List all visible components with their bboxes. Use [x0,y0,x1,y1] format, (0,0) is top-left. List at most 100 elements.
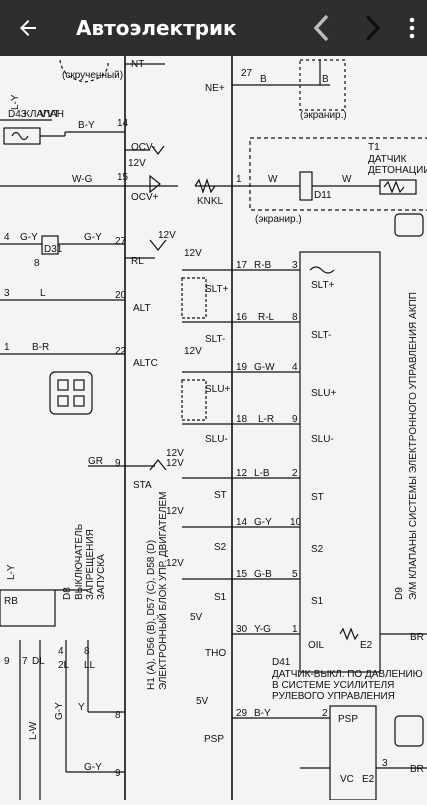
app-bar: Автоэлектрик [0,0,427,56]
d8-text3: ЗАПУСКА [96,554,107,600]
psp-p3: 3 [382,758,388,769]
d8-text1: ВЫКЛЮЧАТЕЛЬ [74,523,85,600]
s1-12v: 12V [166,558,184,569]
s1-label: S1 [214,592,227,603]
pin-29: 29 [236,708,248,719]
wire-lw: L-W [28,721,39,740]
t1-id: T1 [368,142,380,153]
wire-yg: Y-G [254,624,271,635]
st-12v: 12V [166,458,184,469]
ocv-12v: 12V [128,158,146,169]
wire-gw: G-W [254,362,275,373]
slu-p9: 9 [292,414,298,425]
alt-pin-3: 3 [4,288,10,299]
overflow-menu-button[interactable] [397,0,427,56]
left-p9: 9 [4,656,10,667]
sta-label: STA [133,480,152,491]
wire-gr: GR [88,456,103,467]
pin-18: 18 [236,414,248,425]
pin-16: 16 [236,312,248,323]
s2-12v: 12V [166,506,184,517]
previous-button[interactable] [297,0,347,56]
psp-e2: E2 [362,774,375,785]
wire-by-psp: B-Y [254,708,271,719]
slt-coil-plus: SLT+ [311,280,335,291]
page-title: Автоэлектрик [76,16,237,40]
d9-label: D9 [394,587,405,600]
slu-plus: SLU+ [205,384,230,395]
relay-pin-4: 4 [4,232,10,243]
left-p4: 4 [58,646,64,657]
l2-label: 2L [58,660,70,671]
wire-gb: G-B [254,569,272,580]
dl-label: DL [32,656,45,667]
sta-12v: 12V [166,448,184,459]
slu-p4: 4 [292,362,298,373]
wire-rb: R-B [254,260,272,271]
wire-gy-vertical: G-Y [54,702,65,720]
wire-w-2: W [342,174,352,185]
next-button[interactable] [347,0,397,56]
slt-coil-minus: SLT- [311,330,331,341]
slu-coil-minus: SLU- [311,434,334,445]
y-label: Y [78,702,85,713]
s2-p10: 10 [290,517,302,528]
d41-text2: В СИСТЕМЕ УСИЛИТЕЛЯ [272,680,394,691]
d41-text3: РУЛЕВОГО УПРАВЛЕНИЯ [272,691,395,702]
pin-9b: 9 [115,768,121,779]
wiring-diagram[interactable]: (скрученный) NT- NE+ 27 B B (экранир.) D… [0,56,427,801]
pin-27-top: 27 [241,68,253,79]
alt-label: ALT [133,303,151,314]
left-ly-wire: L-Y [6,564,17,580]
d11-label: D11 [314,190,332,201]
left-ly: L-Y [10,94,21,110]
tho-label: THO [205,648,226,659]
d43-id: D43 [8,109,27,120]
slt-p3: 3 [292,260,298,271]
slu-minus: SLU- [205,434,228,445]
wire-br-tho: BR [410,632,424,643]
wire-gy-bottom: G-Y [84,762,102,773]
wire-wg: W-G [72,174,93,185]
t1-name1: ДАТЧИК [368,154,407,165]
nt-label: NT- [131,59,147,70]
psp-p2: 2 [322,708,328,719]
wire-b: B [260,74,267,85]
pin-12: 12 [236,468,248,479]
wire-rl: R-L [258,312,275,323]
back-button[interactable] [0,0,56,56]
wire-lb: L-B [254,468,270,479]
slu-12v: 12V [184,346,202,357]
slt-minus: SLT- [205,334,225,345]
s2-label: S2 [214,542,227,553]
ll-label: LL [84,660,96,671]
ocv-plus: OCV+ [131,192,159,203]
wire-b-2: B [322,74,329,85]
wire-br: B-R [32,342,49,353]
tho-5v: 5V [190,612,203,623]
pin-15b: 15 [236,569,248,580]
pin-8b: 8 [115,710,121,721]
d43-name2: VVT [40,109,59,120]
ocv-minus: OCV- [131,142,155,153]
chevron-right-icon [365,14,381,42]
left-p8: 8 [84,646,90,657]
e2-label: E2 [360,640,373,651]
wire-br-psp: BR [410,764,424,775]
st-coil: ST [311,492,324,503]
rl-12v: 12V [158,230,176,241]
pin-27b: 27 [115,236,127,247]
pin-19: 19 [236,362,248,373]
wire-lr: L-R [258,414,274,425]
psp-box-label: PSP [338,714,358,725]
wire-w: W [268,174,278,185]
wire-l: L [40,288,46,299]
curled-label: (скрученный) [62,70,123,81]
psp-5v: 5V [196,696,209,707]
wire-gy-2: G-Y [84,232,102,243]
left-p7: 7 [22,656,28,667]
d43-name1: КЛАПАН [24,109,64,120]
shield-label: (экранир.) [255,214,302,225]
vc-label: VC [340,774,354,785]
st-p2: 2 [292,468,298,479]
